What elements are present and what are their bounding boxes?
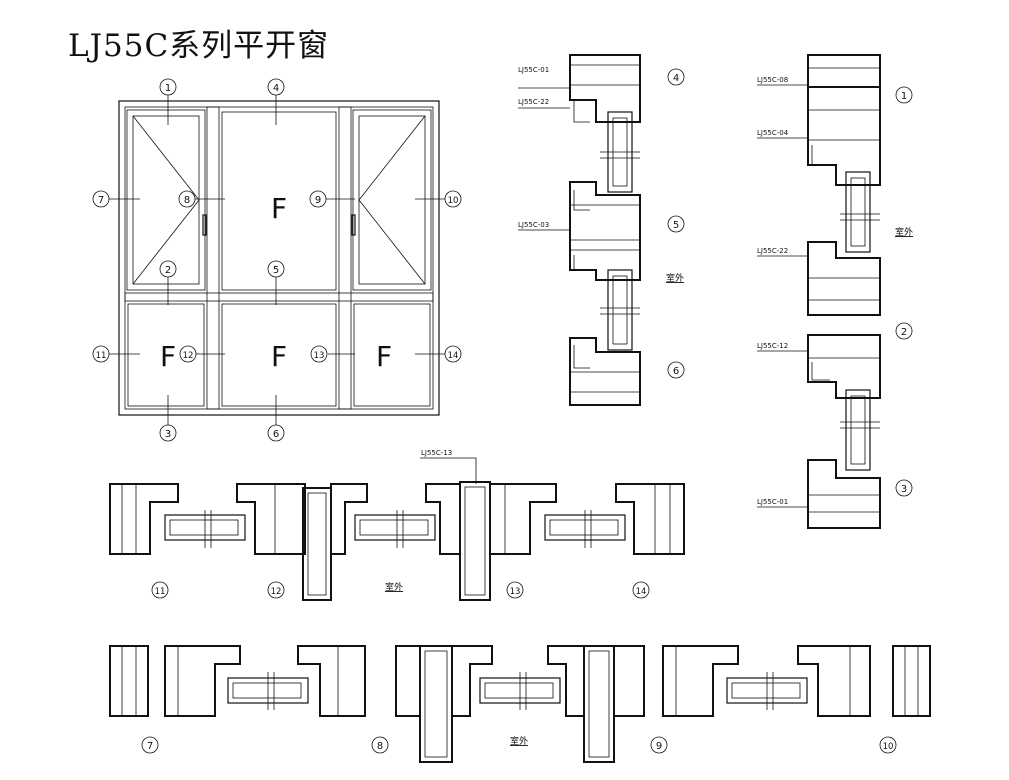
svg-text:13: 13 <box>510 587 521 597</box>
profile-label: LJ55C-22 <box>518 98 549 106</box>
callout-2: 2 <box>895 322 913 340</box>
vertical-section-a: LJ55C-01 LJ55C-22 LJ55C-03 4 5 6 室外 <box>518 54 685 406</box>
svg-text:3: 3 <box>165 429 171 440</box>
callout-13: 13 <box>506 581 524 599</box>
profile-label: LJ55C-08 <box>757 76 788 84</box>
callout-8: 8 <box>178 190 196 208</box>
svg-text:10: 10 <box>883 742 894 752</box>
svg-text:11: 11 <box>96 351 107 361</box>
callout-6: 6 <box>267 424 285 442</box>
svg-text:6: 6 <box>673 366 679 377</box>
svg-text:7: 7 <box>98 195 104 206</box>
callout-13: 13 <box>310 345 328 363</box>
callout-3: 3 <box>159 424 177 442</box>
svg-text:4: 4 <box>673 73 679 84</box>
svg-text:2: 2 <box>901 327 907 338</box>
svg-text:2: 2 <box>165 265 171 276</box>
vertical-section-b: LJ55C-08 LJ55C-04 LJ55C-22 LJ55C-12 LJ55… <box>757 54 913 529</box>
fixed-mark: F <box>376 340 392 373</box>
callout-4: 4 <box>667 68 685 86</box>
svg-text:5: 5 <box>673 220 679 231</box>
svg-text:5: 5 <box>273 265 279 276</box>
exterior-label: 室外 <box>510 735 528 747</box>
callout-11: 11 <box>92 345 110 363</box>
fixed-mark: F <box>271 340 287 373</box>
fixed-mark: F <box>271 192 287 225</box>
profile-label: LJ55C-01 <box>518 66 549 74</box>
profile-label: LJ55C-01 <box>757 498 788 506</box>
svg-text:9: 9 <box>656 741 662 752</box>
callout-1: 1 <box>895 86 913 104</box>
svg-text:9: 9 <box>315 195 321 206</box>
svg-text:8: 8 <box>377 741 383 752</box>
exterior-label: 室外 <box>666 272 684 284</box>
profile-label: LJ55C-03 <box>518 221 549 229</box>
callout-3: 3 <box>895 479 913 497</box>
callout-7: 7 <box>141 736 159 754</box>
callout-5: 5 <box>267 260 285 278</box>
horizontal-section-d: 7 8 9 10 室外 <box>109 645 931 763</box>
callout-12: 12 <box>267 581 285 599</box>
callout-5: 5 <box>667 215 685 233</box>
callout-8: 8 <box>371 736 389 754</box>
window-elevation: F F F F 1 4 2 5 3 6 7 8 9 10 11 12 13 14 <box>92 78 462 442</box>
callout-14: 14 <box>444 345 462 363</box>
svg-text:12: 12 <box>271 587 282 597</box>
callout-4: 4 <box>267 78 285 96</box>
profile-label: LJ55C-13 <box>421 449 452 457</box>
svg-text:6: 6 <box>273 429 279 440</box>
callout-1: 1 <box>159 78 177 96</box>
svg-text:14: 14 <box>448 351 459 361</box>
profile-label: LJ55C-22 <box>757 247 788 255</box>
callout-9: 9 <box>309 190 327 208</box>
exterior-label: 室外 <box>895 226 913 238</box>
svg-text:1: 1 <box>165 83 171 94</box>
callout-10: 10 <box>879 736 897 754</box>
svg-text:7: 7 <box>147 741 153 752</box>
profile-label: LJ55C-04 <box>757 129 789 137</box>
callout-12: 12 <box>179 345 197 363</box>
callout-2: 2 <box>159 260 177 278</box>
callout-6: 6 <box>667 361 685 379</box>
horizontal-section-c: LJ55C-13 11 12 13 14 室外 <box>109 449 685 601</box>
svg-text:10: 10 <box>448 196 459 206</box>
fixed-mark: F <box>160 340 176 373</box>
exterior-label: 室外 <box>385 581 403 593</box>
callout-9: 9 <box>650 736 668 754</box>
svg-text:3: 3 <box>901 484 907 495</box>
svg-text:13: 13 <box>314 351 325 361</box>
callout-10: 10 <box>444 190 462 208</box>
callout-14: 14 <box>632 581 650 599</box>
svg-text:1: 1 <box>901 91 907 102</box>
callout-7: 7 <box>92 190 110 208</box>
svg-text:11: 11 <box>155 587 166 597</box>
svg-text:8: 8 <box>184 195 190 206</box>
drawing-title: LJ55C系列平开窗 <box>68 28 330 64</box>
svg-text:12: 12 <box>183 351 194 361</box>
svg-text:4: 4 <box>273 83 279 94</box>
profile-label: LJ55C-12 <box>757 342 788 350</box>
callout-11: 11 <box>151 581 169 599</box>
svg-text:14: 14 <box>636 587 647 597</box>
